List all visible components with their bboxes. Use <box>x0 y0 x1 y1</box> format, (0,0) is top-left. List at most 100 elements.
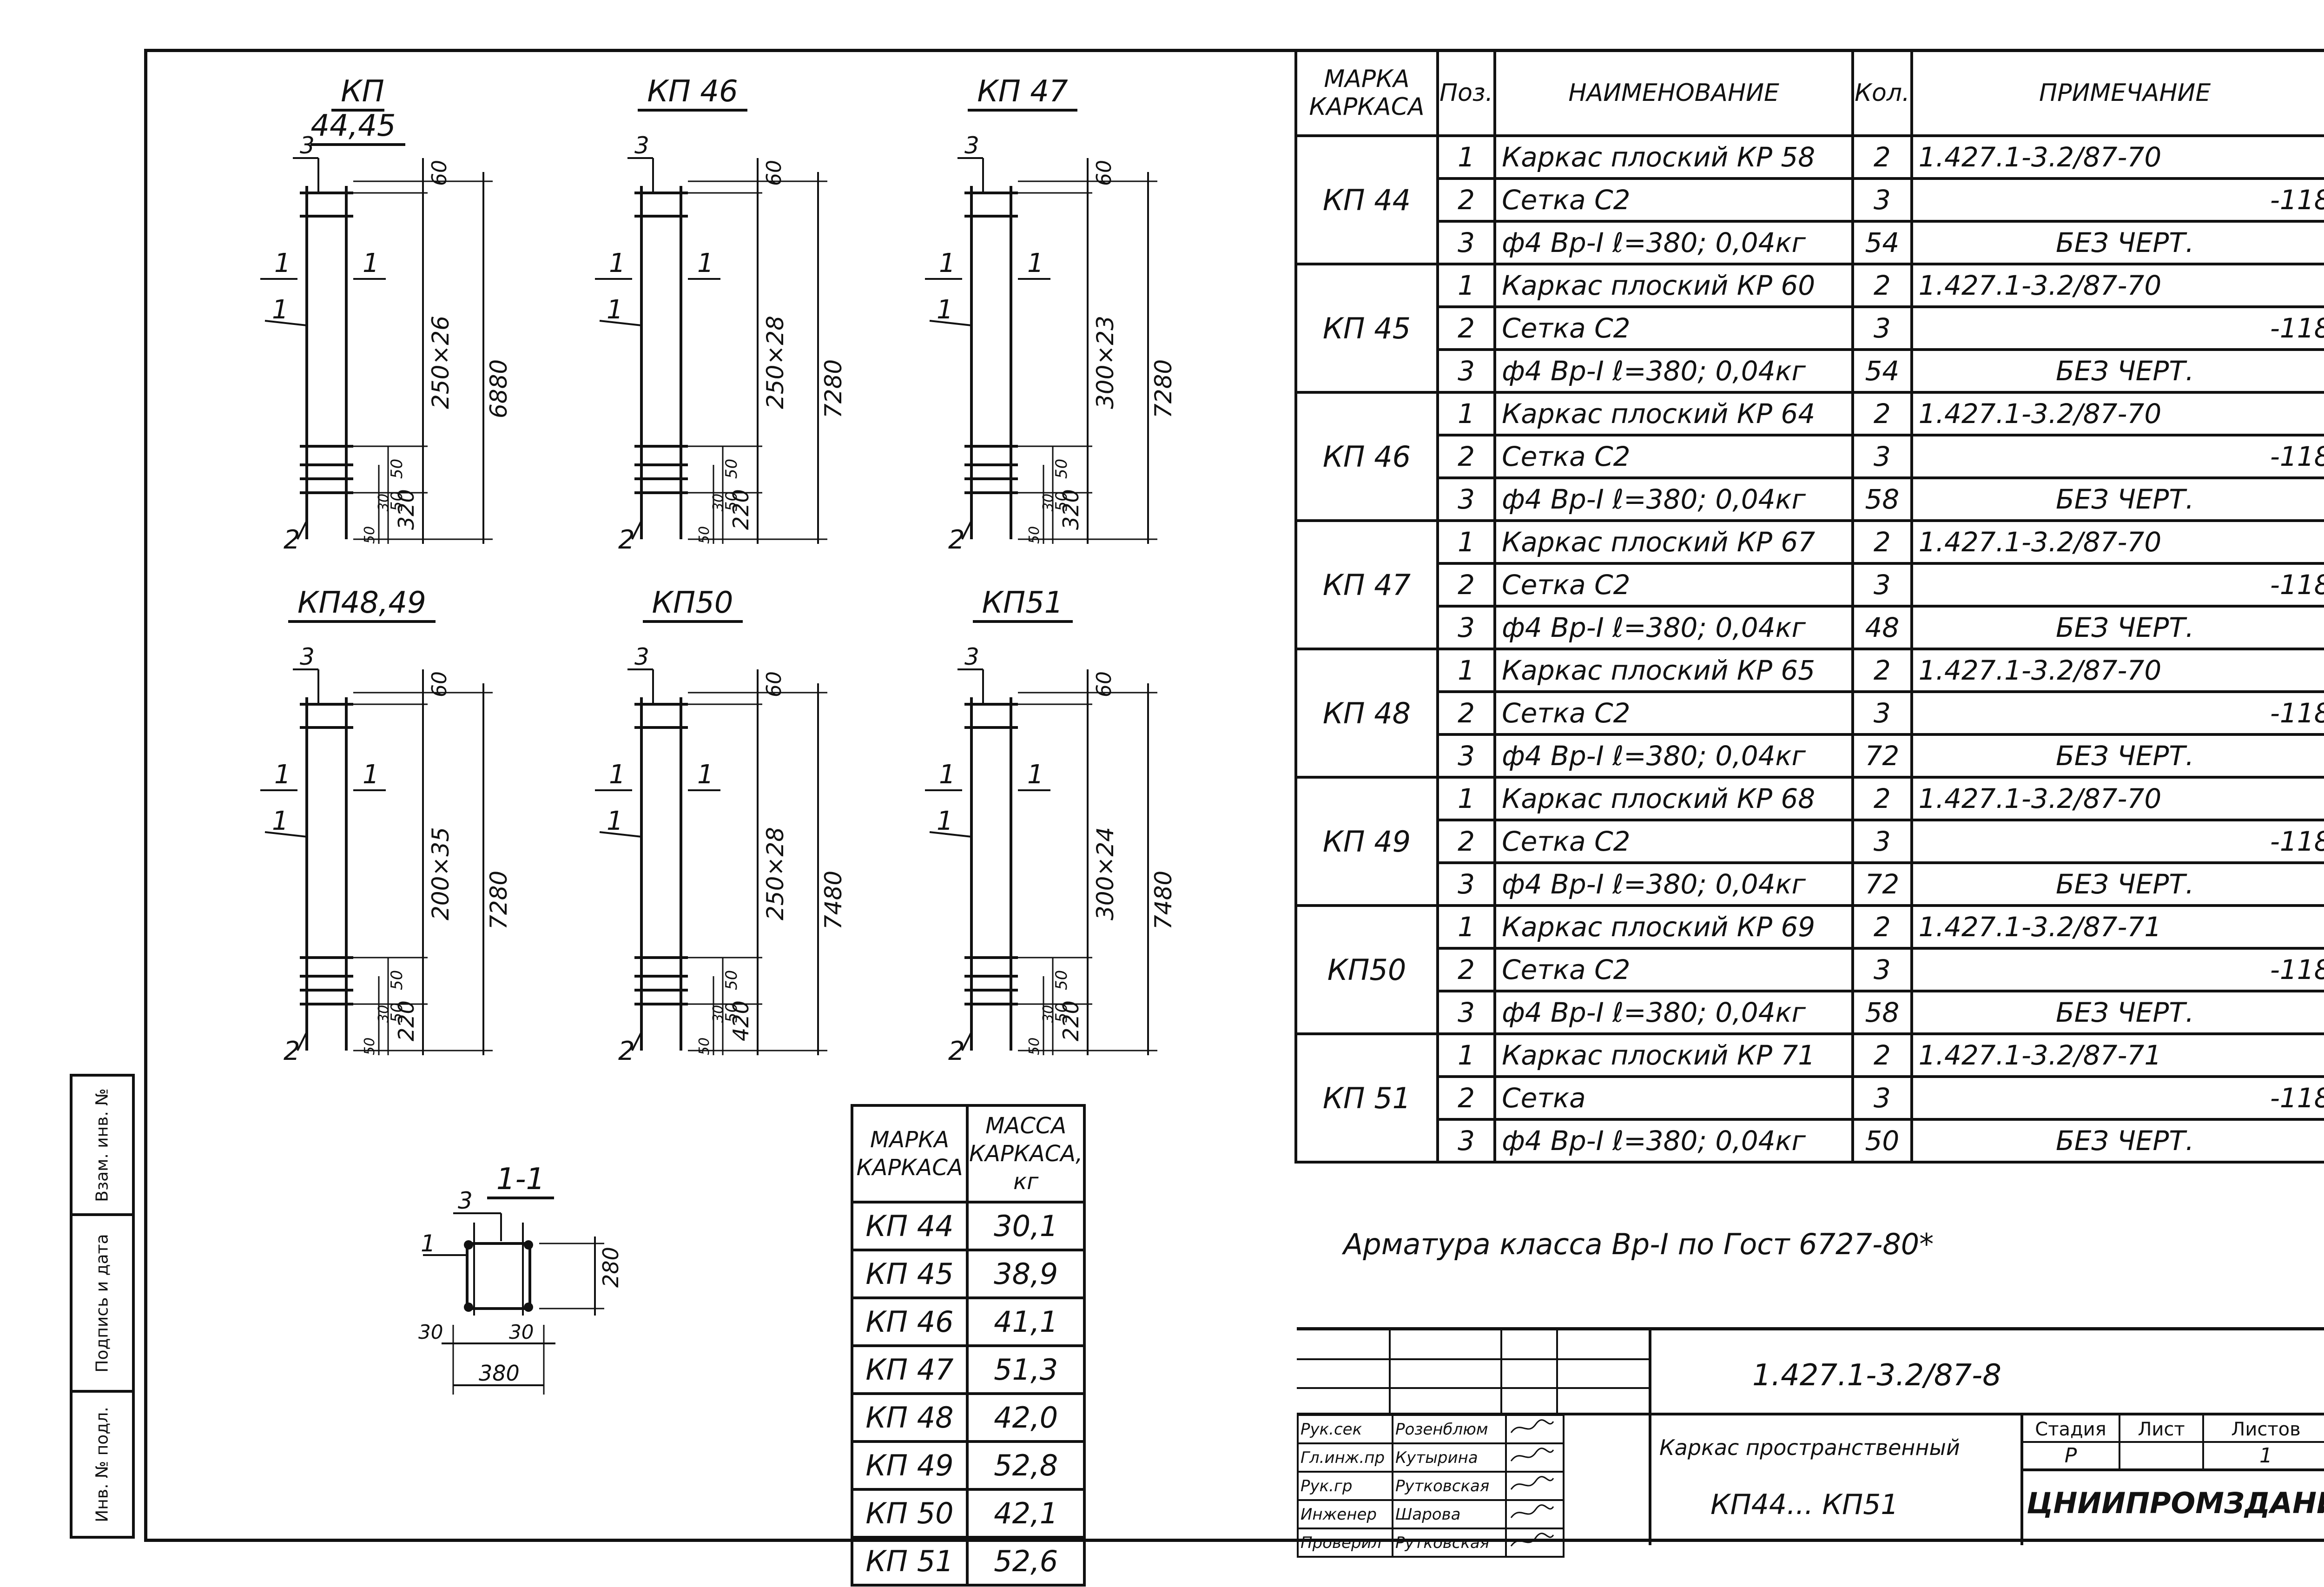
section-dim-w: 380 <box>479 1361 520 1386</box>
spec-note: 1.427.1-3.2/87-71 <box>1910 1032 2324 1078</box>
spec-note: -118 <box>1910 690 2324 736</box>
spec-header-name: НАИМЕНОВАНИЕ <box>1493 49 1855 137</box>
dim-small: 50 <box>1026 526 1043 544</box>
spec-qty: 3 <box>1851 434 1913 479</box>
dim-bot: 420 <box>728 1000 753 1041</box>
dim-bot: 320 <box>394 489 419 530</box>
signature-mark <box>1505 1471 1565 1501</box>
mark-1-right: 1 <box>363 760 379 790</box>
spec-note: БЕЗ ЧЕРТ. <box>1910 220 2324 265</box>
dim-small: 50 <box>696 526 713 544</box>
spec-pos: 2 <box>1436 690 1497 736</box>
dim-bot: 220 <box>394 1000 419 1041</box>
cage-drawing: КП 47 3 1 1 1 2 60 300×23 7280 320 50 50… <box>925 74 1232 567</box>
cage-drawing: КП48,49 3 1 1 1 2 60 200×35 7280 220 50 … <box>260 586 567 1078</box>
spec-note: 1.427.1-3.2/87-70 <box>1910 134 2324 180</box>
mark-1-left: 1 <box>274 248 291 278</box>
dim-top: 60 <box>428 160 451 186</box>
dim-mid: 300×24 <box>1092 827 1119 920</box>
spec-pos: 1 <box>1436 904 1497 950</box>
organization: ЦНИИПРОМЗДАНИЙ <box>2027 1486 2324 1520</box>
doc-code: 1.427.1-3.2/87-8 <box>1752 1358 2001 1393</box>
dim-mid: 250×28 <box>762 827 789 920</box>
mass-mark: КП 47 <box>851 1344 969 1395</box>
spec-pos: 3 <box>1436 348 1497 394</box>
dim-small: 50 <box>1052 1003 1071 1023</box>
spec-header-pos: Поз. <box>1436 49 1497 137</box>
spec-name: Сетка <box>1493 1075 1855 1121</box>
spec-name: Сетка С2 <box>1493 305 1855 351</box>
mark-2: 2 <box>284 1036 300 1066</box>
spec-pos: 2 <box>1436 434 1497 479</box>
drawing-svg: 3 1 1 1 2 60 250×26 6880 320 50 50 30 50 <box>260 132 512 555</box>
dim-mid: 200×35 <box>427 827 454 920</box>
spec-qty: 3 <box>1851 562 1913 608</box>
spec-qty: 2 <box>1851 519 1913 565</box>
signer-name: Розенблюм <box>1392 1414 1507 1444</box>
spec-note: 1.427.1-3.2/87-70 <box>1910 391 2324 436</box>
spec-pos: 3 <box>1436 990 1497 1035</box>
spec-qty: 2 <box>1851 904 1913 950</box>
spec-name: Сетка С2 <box>1493 562 1855 608</box>
spec-pos: 3 <box>1436 861 1497 907</box>
drawing-title: КП 46 <box>638 74 747 112</box>
spec-mark: КП 46 <box>1294 391 1439 522</box>
mass-header-mark: МАРКА КАРКАСА <box>851 1104 969 1203</box>
spec-note: 1.427.1-3.2/87-70 <box>1910 776 2324 821</box>
dim-bot: 320 <box>1058 489 1083 530</box>
drawing-title: КП 47 <box>968 74 1077 112</box>
drawing-title: КП50 <box>642 586 743 623</box>
sidebar-cell-zam: Взам. инв. № <box>73 1077 132 1216</box>
spec-name: Каркас плоский КР 71 <box>1493 1032 1855 1078</box>
dim-small: 50 <box>1052 970 1071 990</box>
mark-3: 3 <box>634 132 649 159</box>
spec-pos: 1 <box>1436 648 1497 693</box>
spec-pos: 1 <box>1436 391 1497 436</box>
spec-pos: 2 <box>1436 305 1497 351</box>
section-title: 1-1 <box>487 1162 555 1199</box>
drawing-frame <box>144 49 2324 1542</box>
dim-top: 60 <box>1092 160 1116 186</box>
sheet-label: Лист <box>2138 1419 2185 1440</box>
spec-name: Сетка С2 <box>1493 177 1855 223</box>
mark-2: 2 <box>618 525 635 555</box>
cage-drawing: КП51 3 1 1 1 2 60 300×24 7480 220 50 50 … <box>925 586 1232 1078</box>
section-dim-h: 280 <box>598 1247 623 1288</box>
signature-mark <box>1505 1442 1565 1473</box>
mark-3: 3 <box>634 643 649 670</box>
mark-2: 2 <box>284 525 300 555</box>
spec-header-qty: Кол. <box>1851 49 1913 137</box>
mark-1-lower: 1 <box>607 295 623 325</box>
spec-header-note: ПРИМЕЧАНИЕ <box>1910 49 2324 137</box>
spec-qty: 3 <box>1851 1075 1913 1121</box>
dim-small: 30 <box>1040 1005 1056 1023</box>
mass-mass: 42,0 <box>965 1392 1086 1443</box>
spec-name: Сетка С2 <box>1493 947 1855 992</box>
spec-note: 1.427.1-3.2/87-70 <box>1910 263 2324 308</box>
spec-mark: КП 49 <box>1294 776 1439 907</box>
spec-qty: 54 <box>1851 348 1913 394</box>
signer-name: Рутковская <box>1392 1471 1507 1501</box>
spec-pos: 2 <box>1436 947 1497 992</box>
spec-pos: 3 <box>1436 476 1497 522</box>
spec-name: Каркас плоский КР 64 <box>1493 391 1855 436</box>
spec-pos: 1 <box>1436 776 1497 821</box>
mark-1-lower: 1 <box>272 295 289 325</box>
spec-qty: 58 <box>1851 990 1913 1035</box>
drawing-title: КП51 <box>972 586 1073 623</box>
spec-qty: 58 <box>1851 476 1913 522</box>
dim-small: 50 <box>1052 459 1071 479</box>
dim-small: 30 <box>1040 494 1056 511</box>
cage-drawing: КП 46 3 1 1 1 2 60 250×28 7280 220 50 50… <box>595 74 902 567</box>
